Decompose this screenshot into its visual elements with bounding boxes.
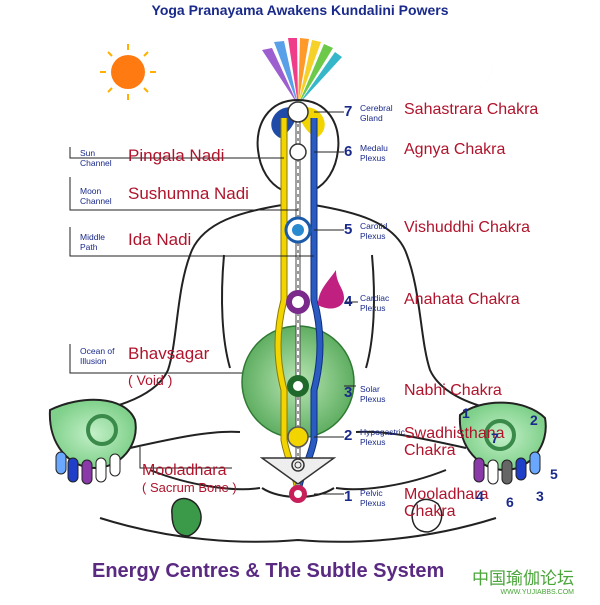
- right-hand-digit-6: 6: [506, 494, 514, 510]
- chakra-3-number: 3: [344, 384, 353, 401]
- chakra-5-label: Vishuddhi Chakra: [404, 219, 531, 236]
- chakra-6-number: 6: [344, 143, 353, 160]
- right-hand-digit-1: 1: [462, 405, 470, 421]
- chakra-6-label: Agnya Chakra: [404, 141, 506, 158]
- chakra-3-label: Nabhi Chakra: [404, 382, 502, 399]
- leader-lines: [69, 111, 358, 495]
- watermark: 中国瑜伽论坛 WWW.YUJIABBS.COM: [472, 564, 574, 596]
- right-hand-digit-3: 3: [536, 488, 544, 504]
- right-hand-digit-2: 2: [530, 412, 538, 428]
- nadi-0-label: Pingala Nadi: [128, 146, 225, 165]
- watermark-text: 中国瑜伽论坛: [472, 569, 574, 588]
- chakra-2-number: 2: [344, 427, 353, 444]
- chakra-4-number: 4: [344, 293, 353, 310]
- bhavsagar-label: Bhavsagar: [128, 344, 210, 363]
- right-hand-digit-7: 7: [491, 430, 499, 446]
- diagram-caption: Energy Centres & The Subtle System: [92, 560, 445, 582]
- mooladhara-left-label: Mooladhara: [142, 462, 227, 479]
- right-hand-digit-5: 5: [550, 466, 558, 482]
- moon-icon: [452, 52, 492, 91]
- right-hand-digit-4: 4: [476, 488, 484, 504]
- chakra-7-label: Sahastrara Chakra: [404, 101, 539, 118]
- page-title: Yoga Pranayama Awakens Kundalini Powers: [151, 2, 449, 18]
- chakra-5-number: 5: [344, 221, 353, 238]
- nadi-2-label: Ida Nadi: [128, 230, 192, 249]
- right-hand: [458, 401, 547, 485]
- sun-icon: [100, 44, 156, 100]
- left-hand: [48, 398, 137, 485]
- bhavsagar-void-label: ( Void ): [128, 372, 173, 388]
- mooladhara-left-sublabel: ( Sacrum Bone ): [142, 480, 237, 495]
- chakra-7-number: 7: [344, 103, 353, 120]
- watermark-url: WWW.YUJIABBS.COM: [500, 589, 575, 596]
- chakra-1-number: 1: [344, 488, 353, 505]
- nadi-1-label: Sushumna Nadi: [128, 184, 249, 203]
- crown-rays: [262, 38, 342, 105]
- chakra-symbols: [259, 101, 344, 503]
- feet: [171, 497, 443, 537]
- chakra-4-label: Anahata Chakra: [404, 291, 520, 308]
